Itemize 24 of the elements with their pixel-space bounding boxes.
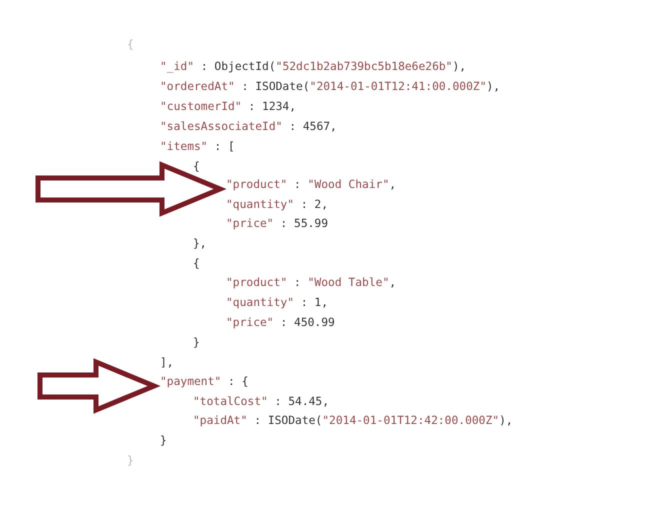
code-line: "product" : "Wood Table", bbox=[226, 275, 396, 291]
code-line: "price" : 55.99 bbox=[226, 216, 328, 232]
code-line: "quantity" : 2, bbox=[226, 197, 328, 213]
code-line: "orderedAt" : ISODate("2014-01-01T12:41:00.000Z"), bbox=[160, 79, 500, 95]
code-line: "_id" : ObjectId("52dc1b2ab739bc5b18e6e26b"), bbox=[160, 59, 466, 75]
code-line: }, bbox=[193, 236, 207, 252]
code-line: "salesAssociateId" : 4567, bbox=[160, 119, 337, 135]
code-line: "totalCost" : 54.45, bbox=[193, 394, 330, 410]
arrow bbox=[36, 161, 227, 217]
code-line: "price" : 450.99 bbox=[226, 315, 335, 331]
code-line: ], bbox=[160, 355, 174, 371]
code-line: "quantity" : 1, bbox=[226, 295, 328, 311]
code-line: { bbox=[127, 37, 134, 53]
code-line: "payment" : { bbox=[160, 374, 248, 390]
code-line: "items" : [ bbox=[160, 139, 235, 155]
code-line: } bbox=[193, 335, 200, 351]
code-line: } bbox=[160, 433, 167, 449]
code-line: } bbox=[127, 453, 134, 469]
code-line: "product" : "Wood Chair", bbox=[226, 177, 396, 193]
code-line: "paidAt" : ISODate("2014-01-01T12:42:00.000Z"), bbox=[193, 413, 513, 429]
code-line: { bbox=[193, 256, 200, 272]
arrow bbox=[38, 358, 161, 414]
code-line: "customerId" : 1234, bbox=[160, 99, 296, 115]
code-line: { bbox=[193, 159, 200, 175]
